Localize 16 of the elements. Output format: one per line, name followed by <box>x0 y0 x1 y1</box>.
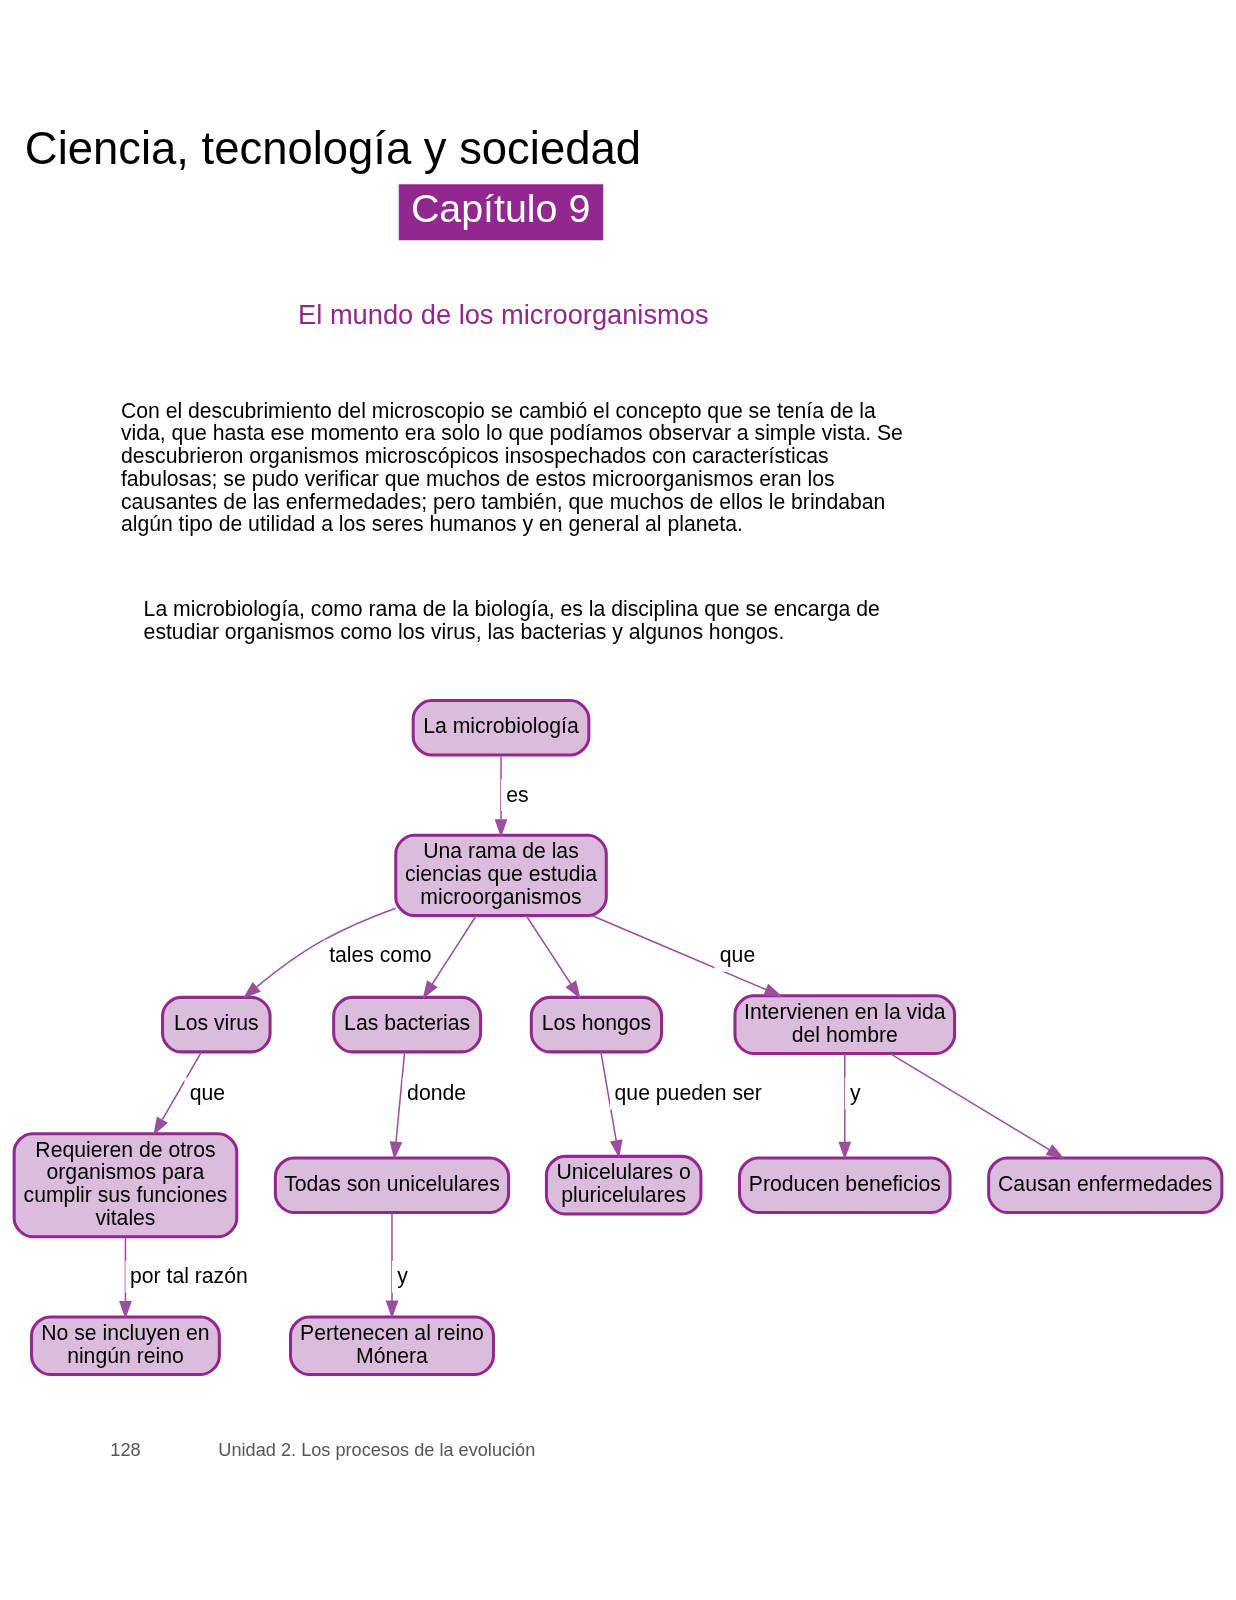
edge-label: que <box>189 1080 226 1104</box>
edge-label: tales como <box>329 942 432 966</box>
label: Unidad 2. Los procesos de la evolución <box>218 1439 536 1460</box>
label: Con el descubrimiento del microscopio se cambió el concepto que se tenía de la vida, que hasta ese momento era solo lo que podíamos observar a simple vista. Se descubrieron organismos microscópicos insospechados con características fabulosas; se pudo verificar que muchos de estos microorganismos eran los causantes de las enfermedades; pero también, que muchos de ellos le brindaban algún tipo de utilidad a los seres humanos y en general al planeta. <box>120 398 903 535</box>
edge-label: por tal razón <box>129 1263 248 1287</box>
edge-label: que <box>719 942 756 966</box>
label: Capítulo 9 <box>410 185 591 230</box>
label: La microbiología, como rama de la biología, es la disciplina que se encarga de estudiar organismos como los virus, las bacterias y algunos hongos. <box>143 596 880 643</box>
edge-label: que pueden ser <box>614 1080 762 1104</box>
label: 128 <box>110 1439 141 1460</box>
diagram-title: Ciencia, tecnología y sociedad <box>24 122 641 174</box>
edge-label: donde <box>407 1080 467 1104</box>
label: El mundo de los microorganismos <box>298 298 709 330</box>
edge-label: y <box>850 1080 861 1104</box>
edge-label: es <box>506 782 529 806</box>
edge-label: y <box>397 1263 408 1287</box>
